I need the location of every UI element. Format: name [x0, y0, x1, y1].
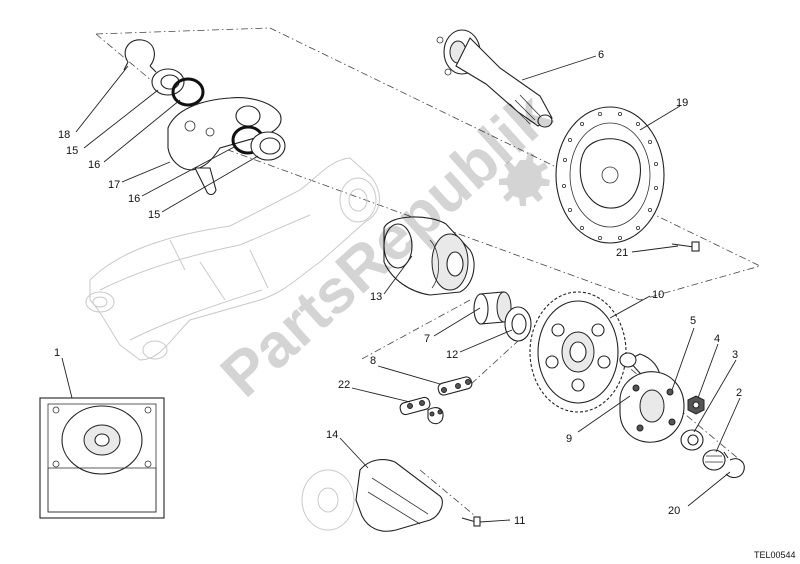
- callout-8: 8: [370, 355, 376, 367]
- callout-22: 22: [338, 379, 350, 391]
- brake-disc-19: [555, 106, 665, 244]
- front-sprocket-plate-1: [39, 397, 165, 519]
- o-ring-16-upper: [171, 77, 205, 107]
- caliper-bracket-17: [167, 97, 282, 196]
- callout-17: 17: [108, 179, 120, 191]
- rear-sprocket-10: [529, 291, 627, 413]
- callout-20: 20: [668, 505, 680, 517]
- nut-4: [687, 395, 705, 415]
- callout-6: 6: [598, 49, 604, 61]
- callout-16-lower: 16: [128, 193, 140, 205]
- swingarm-outline: [85, 157, 380, 361]
- callout-3: 3: [732, 349, 738, 361]
- gear-icon: [499, 152, 550, 206]
- disc-holes: [562, 112, 659, 240]
- callout-15-lower: 15: [148, 209, 160, 221]
- spacer-15-lower: [250, 131, 286, 161]
- callout-19: 19: [676, 97, 688, 109]
- callout-1: 1: [54, 347, 60, 359]
- callout-14: 14: [326, 429, 338, 441]
- callout-11: 11: [514, 515, 525, 527]
- wheel-shaft-6: [436, 29, 553, 128]
- callout-4: 4: [714, 333, 720, 345]
- callout-9: 9: [566, 433, 572, 445]
- cover-screw-11: [461, 516, 481, 527]
- disc-bolt-21: [671, 241, 700, 252]
- circlip-18: [123, 39, 157, 73]
- eccentric-hub-13: [383, 216, 475, 296]
- chain-8: [437, 376, 473, 396]
- callout-21: 21: [616, 247, 628, 259]
- callout-15-upper: 15: [66, 145, 78, 157]
- sprocket-flange-9: [619, 352, 685, 443]
- sprocket-cover-14: [301, 459, 443, 532]
- washer-3: [680, 429, 704, 451]
- callout-18: 18: [58, 129, 70, 141]
- callout-5: 5: [690, 315, 696, 327]
- diagram-code: TEL00544: [754, 550, 796, 560]
- callout-2: 2: [736, 387, 742, 399]
- spacer-7: [473, 291, 512, 325]
- callout-12: 12: [446, 349, 458, 361]
- callout-13: 13: [370, 291, 382, 303]
- seal-12: [504, 306, 532, 342]
- callout-10: 10: [652, 289, 664, 301]
- leader-lines: [61, 55, 741, 523]
- callout-labels: 18 15 16 17 16 15 6 19 21 13 7 12 10 8 2…: [54, 49, 742, 527]
- callout-7: 7: [424, 333, 430, 345]
- wheel-nut-2: [702, 449, 726, 471]
- master-link-22: [399, 396, 444, 425]
- clip-20: [723, 451, 745, 479]
- callout-16-upper: 16: [88, 159, 100, 171]
